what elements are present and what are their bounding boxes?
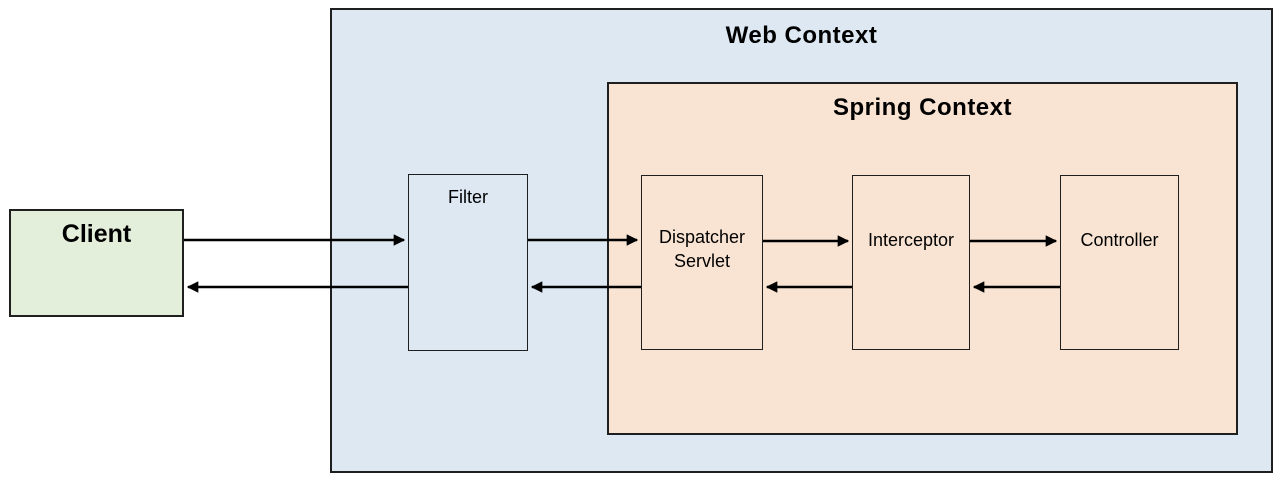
client-node: Client <box>9 209 184 317</box>
controller-label: Controller <box>1080 230 1159 250</box>
interceptor-node: Interceptor <box>852 175 970 350</box>
interceptor-label: Interceptor <box>867 230 955 250</box>
dispatcher-servlet-node: Dispatcher Servlet <box>641 175 763 350</box>
dispatcher-servlet-label: Dispatcher Servlet <box>658 227 746 271</box>
filter-label: Filter <box>448 187 488 207</box>
client-label: Client <box>61 220 132 248</box>
filter-node: Filter <box>408 174 528 351</box>
controller-node: Controller <box>1060 175 1179 350</box>
spring-context-title: Spring Context <box>833 94 1012 121</box>
web-context-title: Web Context <box>725 22 878 49</box>
